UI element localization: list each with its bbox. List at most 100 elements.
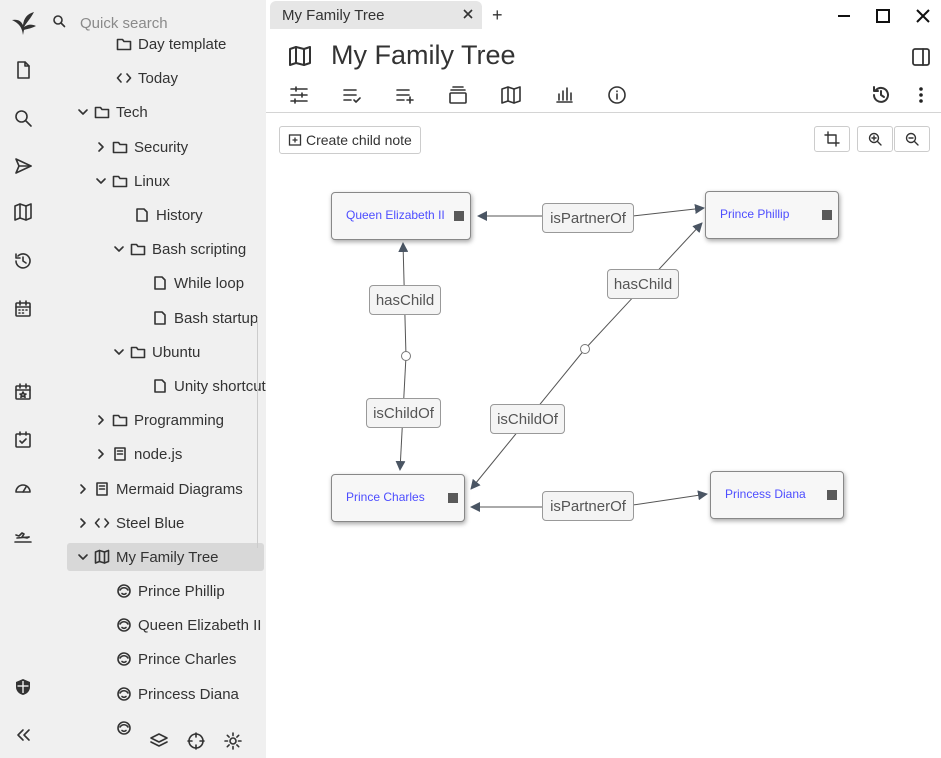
map-view-icon[interactable] — [498, 82, 524, 108]
send-icon[interactable] — [11, 154, 35, 178]
edge-label-is-child-of[interactable]: isChildOf — [490, 404, 565, 434]
todo-icon[interactable] — [11, 428, 35, 452]
zoom-out-button[interactable] — [894, 126, 930, 152]
zoom-in-button[interactable] — [857, 126, 893, 152]
create-child-note-button[interactable]: Create child note — [279, 126, 421, 154]
folder-icon — [94, 106, 110, 119]
history-icon[interactable] — [11, 249, 35, 273]
tree-item-linux[interactable]: Linux — [94, 167, 170, 195]
map-node-label[interactable]: Queen Elizabeth II — [346, 208, 445, 222]
tab-bar: My Family Tree + — [266, 0, 941, 32]
app-logo-icon[interactable] — [8, 8, 38, 38]
minimize-icon[interactable] — [834, 6, 854, 26]
tree-item-history[interactable]: History — [134, 201, 203, 229]
add-list-icon[interactable] — [392, 82, 418, 108]
tree-item-unity-shortcuts[interactable]: Unity shortcuts — [152, 372, 266, 400]
maximize-icon[interactable] — [873, 6, 893, 26]
tree-item-nodejs[interactable]: node.js — [94, 440, 182, 468]
more-options-icon[interactable] — [908, 82, 934, 108]
note-title[interactable]: My Family Tree — [331, 40, 516, 70]
tree-item-label: Bash scripting — [152, 240, 247, 258]
connection-handle[interactable] — [827, 490, 837, 500]
map-node-prince-phillip[interactable]: Prince Phillip — [705, 191, 839, 239]
map-icon[interactable] — [11, 200, 35, 224]
toggle-right-pane-icon[interactable] — [910, 46, 932, 68]
edge-label-is-partner-of[interactable]: isPartnerOf — [542, 203, 634, 233]
chevron-down-icon[interactable] — [76, 105, 90, 119]
properties-icon[interactable] — [286, 82, 312, 108]
info-icon[interactable] — [604, 82, 630, 108]
collapse-sidebar-icon[interactable] — [11, 723, 35, 747]
edge-label-is-partner-of[interactable]: isPartnerOf — [542, 491, 634, 521]
edge-label-has-child[interactable]: hasChild — [607, 269, 679, 299]
chevron-right-icon[interactable] — [94, 140, 108, 154]
new-note-icon[interactable] — [11, 58, 35, 82]
tree-item-today[interactable]: Today — [116, 64, 178, 92]
close-window-icon[interactable] — [913, 6, 933, 26]
tab-my-family-tree[interactable]: My Family Tree — [270, 1, 482, 29]
relation-map[interactable]: Create child note isPartnerOf hasChild i… — [266, 113, 941, 758]
edge-label-has-child[interactable]: hasChild — [369, 285, 441, 315]
map-node-princess-diana[interactable]: Princess Diana — [710, 471, 844, 519]
map-node-label[interactable]: Princess Diana — [725, 487, 806, 501]
connection-handle[interactable] — [448, 493, 458, 503]
tree-item-bash-scripting[interactable]: Bash scripting — [112, 235, 246, 263]
folder-icon — [112, 414, 128, 427]
map-node-queen-elizabeth[interactable]: Queen Elizabeth II — [331, 192, 471, 240]
close-icon[interactable] — [462, 8, 474, 20]
tree-scrollbar[interactable] — [257, 318, 264, 548]
chevron-right-icon[interactable] — [76, 482, 90, 496]
chevron-right-icon[interactable] — [94, 413, 108, 427]
search-icon[interactable] — [11, 106, 35, 130]
checklist-icon[interactable] — [339, 82, 365, 108]
map-node-label[interactable]: Prince Phillip — [720, 207, 790, 221]
bar-chart-icon[interactable] — [551, 82, 577, 108]
tree-item-partial[interactable] — [116, 714, 138, 742]
chevron-down-icon[interactable] — [112, 345, 126, 359]
code-icon — [94, 518, 110, 528]
shield-icon[interactable] — [11, 675, 35, 699]
chevron-right-icon[interactable] — [94, 447, 108, 461]
quick-search-input[interactable] — [78, 11, 257, 35]
crosshair-icon[interactable] — [183, 728, 209, 754]
tree-item-label: Prince Phillip — [138, 582, 225, 600]
chevron-down-icon[interactable] — [94, 174, 108, 188]
note-tree-panel: Day template Today Tech Security Linux H… — [46, 0, 266, 758]
connection-handle[interactable] — [454, 211, 464, 221]
new-tab-button[interactable]: + — [492, 5, 503, 25]
tree-item-day-template[interactable]: Day template — [116, 30, 226, 58]
tree-item-my-family-tree[interactable]: My Family Tree — [67, 543, 264, 571]
zoom-out-icon — [905, 132, 919, 146]
tree-item-programming[interactable]: Programming — [94, 406, 224, 434]
map-node-label[interactable]: Prince Charles — [346, 490, 425, 504]
tree-item-while-loop[interactable]: While loop — [152, 269, 244, 297]
stack-icon[interactable] — [445, 82, 471, 108]
edge-label-is-child-of[interactable]: isChildOf — [366, 398, 441, 428]
tree-item-queen-elizabeth[interactable]: Queen Elizabeth II — [116, 611, 261, 639]
note-icon — [154, 379, 166, 393]
tree-item-prince-phillip[interactable]: Prince Phillip — [116, 577, 225, 605]
chevron-down-icon[interactable] — [76, 550, 90, 564]
tree-item-bash-startup[interactable]: Bash startup — [152, 304, 258, 332]
chevron-right-icon[interactable] — [76, 516, 90, 530]
tree-item-ubuntu[interactable]: Ubuntu — [112, 338, 200, 366]
tree-item-security[interactable]: Security — [94, 133, 188, 161]
tree-item-prince-charles[interactable]: Prince Charles — [116, 645, 236, 673]
tree-item-princess-diana[interactable]: Princess Diana — [116, 680, 239, 708]
revision-history-icon[interactable] — [868, 82, 894, 108]
chevron-down-icon[interactable] — [112, 242, 126, 256]
calendar-star-icon[interactable] — [11, 380, 35, 404]
tree-item-steel-blue[interactable]: Steel Blue — [76, 509, 184, 537]
connection-handle[interactable] — [822, 210, 832, 220]
calendar-icon[interactable] — [11, 297, 35, 321]
layers-icon[interactable] — [146, 728, 172, 754]
reset-pan-zoom-button[interactable] — [814, 126, 850, 152]
plane-icon[interactable] — [11, 524, 35, 548]
map-node-prince-charles[interactable]: Prince Charles — [331, 474, 465, 522]
dashboard-icon[interactable] — [11, 476, 35, 500]
tree-item-label: While loop — [174, 274, 245, 292]
tree-item-mermaid-diagrams[interactable]: Mermaid Diagrams — [76, 475, 243, 503]
tree-item-tech[interactable]: Tech — [76, 98, 148, 126]
gear-icon[interactable] — [220, 728, 246, 754]
tree-item-label: node.js — [134, 445, 183, 463]
